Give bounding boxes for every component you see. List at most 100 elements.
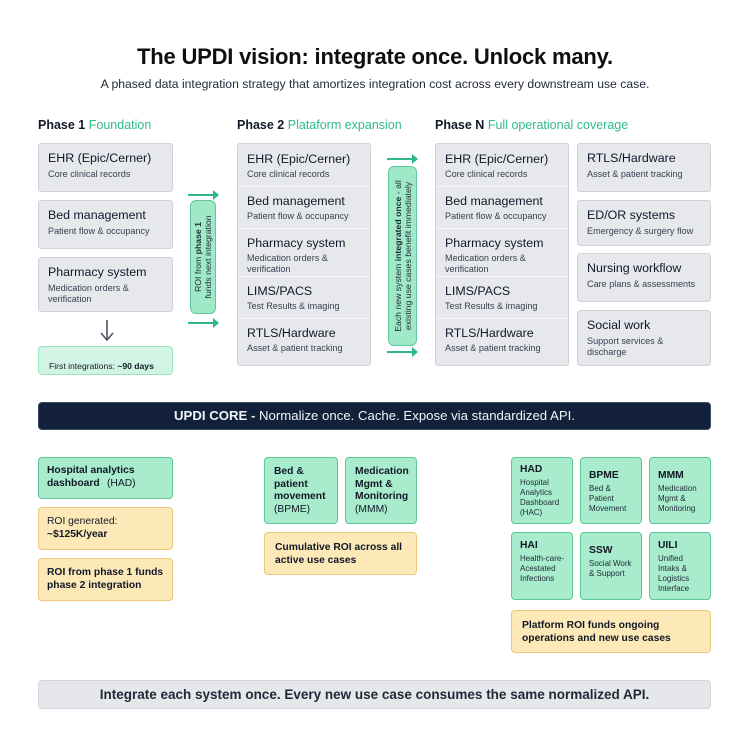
use-case-desc: Social Work & Support (589, 559, 632, 578)
phase-n-system: EHR (Epic/Cerner) Core clinical records (436, 146, 568, 180)
use-case-desc: Medication Mgmt & Monitoring (658, 484, 697, 513)
use-case-desc: Hospital Analytics Dashboard (HAC) (520, 478, 560, 517)
phase-n-systems-stack: EHR (Epic/Cerner) Core clinical records … (435, 143, 569, 366)
each-new-pre: Each new system (392, 261, 403, 332)
arrow-right-icon (387, 154, 418, 164)
each-new-system-pill: Each new system integrated once - all ex… (388, 166, 417, 346)
system-desc: Medication orders & verification (48, 283, 129, 304)
phase-2-system: Pharmacy system Medication orders & veri… (238, 230, 370, 274)
system-desc: Patient flow & occupancy (48, 226, 150, 236)
system-name: Pharmacy system (48, 265, 147, 279)
use-case-tile: HAI Health-care-Acestated Infections (511, 532, 573, 600)
footer-banner: Integrate each system once. Every new us… (38, 680, 711, 709)
each-new-bold: integrated once (392, 196, 403, 262)
use-case-code: HAI (520, 540, 538, 551)
roi-value: ~$125K/year (47, 528, 108, 540)
roi-text: Platform ROI funds ongoing operations an… (522, 620, 671, 644)
system-desc: Core clinical records (445, 169, 528, 179)
system-desc: Test Results & imaging (445, 301, 538, 311)
roi-phase-1-text: ROI from phase 1 funds next integration (193, 215, 213, 298)
system-name: Bed management (445, 194, 543, 208)
phase-2-roi-box: Cumulative ROI across all active use cas… (264, 532, 417, 575)
phase-n-extra-card: ED/OR systems Emergency & surgery flow (577, 200, 711, 246)
phase-1-label: Phase 1 (38, 118, 86, 132)
system-desc: Support services & discharge (587, 336, 664, 357)
system-name: RTLS/Hardware (445, 326, 534, 340)
system-name: Pharmacy system (445, 236, 544, 250)
phase-1-use-case-had: Hospital analytics dashboard (HAD) (38, 457, 173, 499)
system-name: ED/OR systems (587, 208, 676, 222)
system-name: Bed management (247, 194, 345, 208)
system-name: RTLS/Hardware (247, 326, 336, 340)
use-case-tile: UILI Unified Intaks & Logistics Interfac… (649, 532, 711, 600)
divider (436, 228, 568, 229)
use-case-code: MMM (658, 470, 684, 481)
funding-text: ROI from phase 1 funds phase 2 integrati… (47, 567, 164, 591)
phase-n-extra-card: Social work Support services & discharge (577, 310, 711, 366)
roi-bold: phase 1 (193, 221, 203, 255)
phase-n-extra-card: RTLS/Hardware Asset & patient tracking (577, 143, 711, 192)
arrow-right-icon (387, 347, 418, 357)
system-name: Nursing workflow (587, 261, 682, 275)
each-new-line2: existing use cases benefit immediately (402, 181, 413, 331)
system-name: EHR (Epic/Cerner) (247, 152, 351, 166)
phase-n-system: LIMS/PACS Test Results & imaging (436, 278, 568, 312)
roi-text: Cumulative ROI across all active use cas… (275, 542, 403, 566)
phase-2-system: Bed management Patient flow & occupancy (238, 188, 370, 222)
roi-post: funds next integration (203, 215, 213, 299)
each-new-post: - all (392, 180, 403, 197)
arrow-right-icon (188, 318, 219, 328)
system-desc: Care plans & assessments (587, 279, 696, 289)
use-case-desc: Unified Intaks & Logistics Interface (658, 554, 690, 593)
phase-1-funding-box: ROI from phase 1 funds phase 2 integrati… (38, 558, 173, 601)
system-desc: Patient flow & occupancy (247, 211, 349, 221)
roi-label: ROI generated: (47, 516, 118, 527)
phase-n-roi-box: Platform ROI funds ongoing operations an… (511, 610, 711, 653)
divider (436, 186, 568, 187)
divider (436, 276, 568, 277)
phase-n-system: RTLS/Hardware Asset & patient tracking (436, 320, 568, 354)
updi-core-bar: UPDI CORE - Normalize once. Cache. Expos… (38, 402, 711, 430)
use-case-code: (MMM) (355, 503, 388, 515)
use-case-code: (BPME) (274, 503, 311, 515)
phase-1-system-card: Bed management Patient flow & occupancy (38, 200, 173, 249)
system-name: Pharmacy system (247, 236, 346, 250)
use-case-code: BPME (589, 470, 619, 481)
divider (436, 318, 568, 319)
first-integrations-note: First integrations: ~90 days (38, 346, 173, 375)
note-value: ~90 days (117, 361, 154, 371)
system-name: LIMS/PACS (445, 284, 511, 298)
phase-n-label: Phase N (435, 118, 485, 132)
system-desc: Core clinical records (247, 169, 330, 179)
use-case-name: Hospital analytics dashboard (47, 465, 135, 489)
system-name: Social work (587, 318, 651, 332)
phase-1-roi-box: ROI generated: ~$125K/year (38, 507, 173, 550)
phase-n-system: Bed management Patient flow & occupancy (436, 188, 568, 222)
phase-2-use-case-mmm: Medication Mgmt & Monitoring (MMM) (345, 457, 417, 524)
system-desc: Test Results & imaging (247, 301, 340, 311)
use-case-name: Bed & patient movement (274, 466, 326, 502)
system-desc: Medication orders & verification (247, 253, 328, 274)
phase-n-system: Pharmacy system Medication orders & veri… (436, 230, 568, 274)
use-case-name: Medication Mgmt & Monitoring (355, 466, 409, 502)
page-title: The UPDI vision: integrate once. Unlock … (137, 44, 613, 69)
divider (238, 318, 370, 319)
phase-1-header: Phase 1 Foundation (38, 118, 151, 132)
phase-2-label: Phase 2 (237, 118, 285, 132)
divider (238, 276, 370, 277)
use-case-code: UILI (658, 540, 678, 551)
phase-1-system-card: Pharmacy system Medication orders & veri… (38, 257, 173, 312)
use-case-tile: SSW Social Work & Support (580, 532, 642, 600)
phase-n-accent: Full operational coverage (487, 118, 629, 132)
divider (238, 186, 370, 187)
phase-n-extra-card: Nursing workflow Care plans & assessment… (577, 253, 711, 302)
page-subtitle: A phased data integration strategy that … (100, 77, 650, 91)
system-desc: Medication orders & verification (445, 253, 526, 274)
divider (238, 228, 370, 229)
phase-n-header: Phase N Full operational coverage (435, 118, 628, 132)
system-name: Bed management (48, 208, 146, 222)
phase-1-accent: Foundation (88, 118, 152, 132)
system-name: EHR (Epic/Cerner) (445, 152, 549, 166)
core-text: Normalize once. Cache. Expose via standa… (259, 408, 575, 423)
use-case-code: HAD (520, 464, 543, 475)
